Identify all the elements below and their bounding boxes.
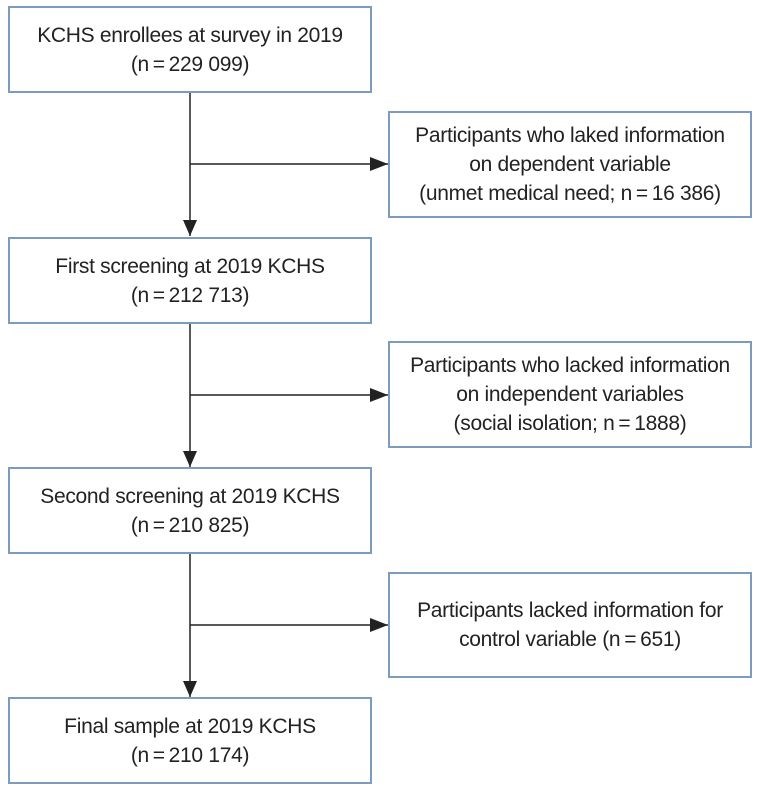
first-screening-label: First screening at 2019 KCHS (55, 254, 325, 278)
side-arrowhead-3 (370, 618, 388, 632)
exclusion-box-dependent: Participants who laked information on de… (388, 111, 752, 218)
enrollees-label: KCHS enrollees at survey in 2019 (37, 23, 343, 47)
exclusion-dependent-line3: (unmet medical need; n = 16 386) (419, 182, 721, 205)
down-arrowhead-1 (183, 220, 197, 236)
first-screening-count: (n = 212 713) (130, 283, 250, 307)
exclusion-dependent-line1: Participants who laked information (415, 124, 725, 147)
enrollees-count: (n = 229 099) (130, 52, 250, 76)
exclusion-independent-line1: Participants who lacked information (410, 354, 730, 377)
side-arrowhead-1 (370, 157, 388, 171)
final-sample-label: Final sample at 2019 KCHS (64, 714, 316, 738)
first-screening-box: First screening at 2019 KCHS (n = 212 71… (8, 237, 372, 324)
exclusion-control-line2: control variable (n = 651) (459, 628, 681, 651)
down-arrowhead-2 (183, 451, 197, 467)
exclusion-box-independent: Participants who lacked information on i… (388, 341, 752, 448)
side-arrowhead-2 (370, 388, 388, 402)
final-sample-box: Final sample at 2019 KCHS (n = 210 174) (8, 697, 372, 784)
exclusion-independent-line3: (social isolation; n = 1888) (453, 412, 687, 435)
exclusion-control-line1: Participants lacked information for (417, 599, 723, 622)
down-arrowhead-3 (183, 681, 197, 697)
final-sample-count: (n = 210 174) (130, 743, 250, 767)
second-screening-label: Second screening at 2019 KCHS (40, 484, 340, 508)
exclusion-dependent-line2: on dependent variable (469, 153, 671, 176)
second-screening-box: Second screening at 2019 KCHS (n = 210 8… (8, 467, 372, 554)
second-screening-count: (n = 210 825) (130, 513, 250, 537)
exclusion-independent-line2: on independent variables (456, 383, 684, 406)
enrollees-box: KCHS enrollees at survey in 2019 (n = 22… (8, 6, 372, 93)
exclusion-box-control: Participants lacked information for cont… (388, 572, 752, 678)
